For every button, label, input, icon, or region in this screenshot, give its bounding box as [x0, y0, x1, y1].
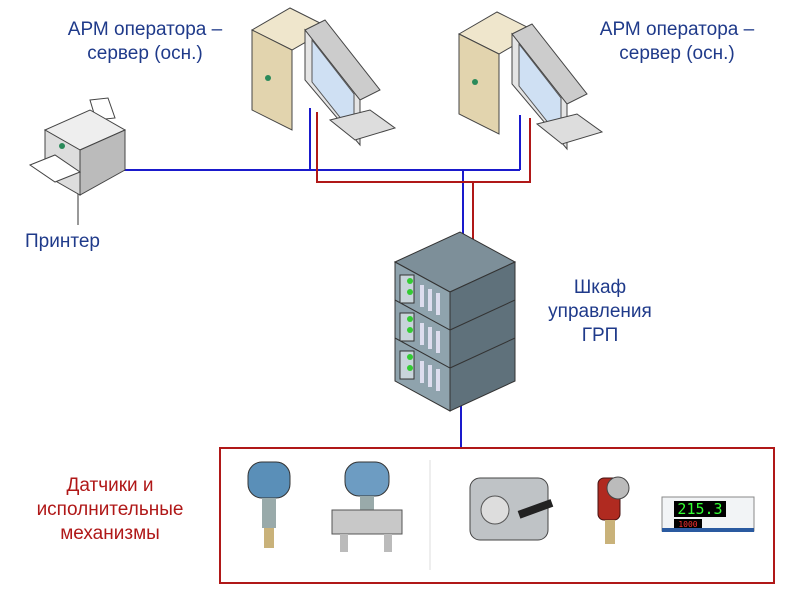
printer-icon — [28, 97, 127, 196]
field-devices-label: Датчики и исполнительные механизмы — [10, 474, 210, 546]
label-line: АРМ оператора – — [67, 19, 223, 40]
label-line: механизмы — [60, 523, 160, 544]
workstation-right-icon — [457, 11, 604, 151]
workstation-left-label: АРМ оператора – сервер (осн.) — [40, 18, 250, 66]
label-line: ГРП — [581, 325, 619, 346]
label-line: исполнительные — [36, 499, 184, 520]
label-line: сервер (осн.) — [87, 43, 203, 64]
label-line: АРМ оператора – — [599, 19, 755, 40]
workstation-left-icon — [250, 7, 397, 147]
label-line: сервер (осн.) — [619, 43, 735, 64]
label-line: управления — [548, 301, 652, 322]
printer-label: Принтер — [25, 231, 100, 252]
cabinet-label: Шкаф управления ГРП — [530, 276, 670, 348]
label-line: Датчики и — [66, 475, 154, 496]
field-devices-box — [219, 447, 775, 584]
red-network — [316, 112, 531, 245]
workstation-right-label: АРМ оператора – сервер (осн.) — [572, 18, 782, 66]
cabinet-icon — [393, 231, 517, 412]
label-line: Шкаф — [573, 277, 627, 298]
